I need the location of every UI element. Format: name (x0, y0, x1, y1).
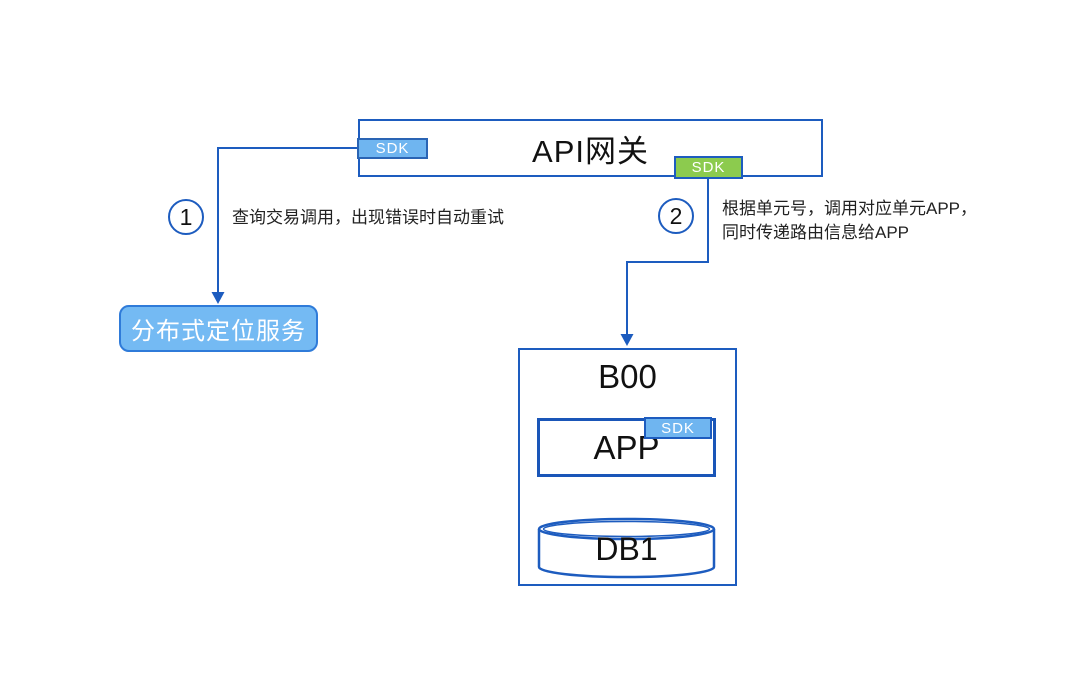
step-2-circle: 2 (658, 198, 694, 234)
gateway-sdk-bottom-label: SDK (691, 159, 726, 176)
db1-cylinder-icon (537, 517, 716, 579)
app-sdk-badge: SDK (644, 417, 712, 439)
step-2-note: 根据单元号，调用对应单元APP， 同时传递路由信息给APP (722, 197, 977, 245)
api-gateway-node: API网关 (358, 119, 823, 177)
step-1-note: 查询交易调用，出现错误时自动重试 (232, 206, 504, 230)
step-1-circle: 1 (168, 199, 204, 235)
api-gateway-title: API网关 (532, 133, 649, 169)
step-1-number: 1 (179, 203, 193, 230)
gateway-sdk-left-label: SDK (375, 140, 410, 157)
step-2-note-line-1: 根据单元号，调用对应单元APP， (722, 199, 978, 218)
arrowhead-step1 (211, 292, 225, 304)
step-2-note-line-2: 同时传递路由信息给APP (722, 223, 910, 242)
step-1-note-line: 查询交易调用，出现错误时自动重试 (232, 208, 504, 227)
location-service-label: 分布式定位服务 (131, 318, 306, 345)
step-2-number: 2 (669, 202, 683, 229)
db1-label: DB1 (595, 531, 658, 567)
arrowhead-step2 (620, 334, 634, 346)
location-service-node: 分布式定位服务 (119, 305, 318, 352)
gateway-sdk-left-badge: SDK (357, 138, 428, 159)
app-sdk-label: SDK (661, 419, 695, 437)
gateway-sdk-bottom-badge: SDK (674, 156, 743, 179)
app-node: APP (537, 418, 716, 477)
unit-b00-title: B00 (598, 358, 657, 395)
